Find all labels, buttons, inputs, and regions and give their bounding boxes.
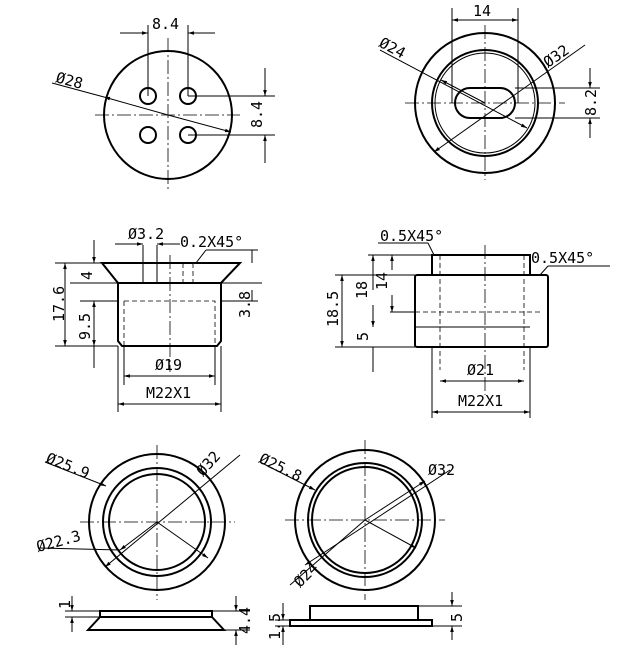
dim-inner-diameter: Ø21 xyxy=(467,361,494,379)
dim-chamfer-side: 0.5X45° xyxy=(531,249,594,267)
dim-hole-spacing-v: 8.4 xyxy=(248,101,266,128)
main-body xyxy=(414,274,549,348)
dim-chamfer: 0.2X45° xyxy=(180,233,243,251)
middle-left-view: Ø3.2 0.2X45° 17.6 4 9.5 3.8 Ø19 M22X1 xyxy=(50,225,262,412)
body xyxy=(117,283,222,347)
dim-thread-depth: 3.8 xyxy=(236,291,254,318)
dim-height-18: 18 xyxy=(353,281,371,299)
dim-chamfer-top: 0.5X45° xyxy=(380,227,443,245)
dim-hole-spacing-h: 8.4 xyxy=(152,15,179,33)
dim-slot-width: 14 xyxy=(473,2,491,20)
dim-outer-diameter: Ø32 xyxy=(428,461,455,479)
dim-mid-diameter: Ø25.8 xyxy=(256,449,304,485)
dim-thickness: 1 xyxy=(56,600,74,609)
dim-total-height: 17.6 xyxy=(50,286,68,322)
dim-body-height: 9.5 xyxy=(76,313,94,340)
dim-slot-height: 8.2 xyxy=(582,89,600,116)
top-right-view: 14 Ø24 Ø32 8.2 xyxy=(376,2,600,180)
bottom-left-view: Ø25.9 Ø32 Ø22.3 1 4.4 xyxy=(34,445,254,645)
hole xyxy=(139,126,157,144)
washer-plate xyxy=(99,610,213,618)
dim-mid-diameter: Ø25.9 xyxy=(44,449,93,483)
flange xyxy=(99,262,243,284)
dim-base-thickness: 1.5 xyxy=(266,613,284,640)
dim-thread: M22X1 xyxy=(146,384,191,402)
top-left-view: 8.4 Ø28 8.4 xyxy=(51,15,275,192)
top-step xyxy=(431,254,531,276)
dim-height-14: 14 xyxy=(373,272,391,290)
washer-flange xyxy=(85,616,227,631)
dim-total-height: 18.5 xyxy=(324,291,342,327)
dim-height: 5 xyxy=(448,613,466,622)
dim-height-5: 5 xyxy=(354,332,372,341)
dim-thread: M22X1 xyxy=(458,392,503,410)
dim-inner-diameter: Ø24 xyxy=(290,559,322,591)
dim-inner-diameter: Ø24 xyxy=(376,34,408,63)
dim-inner-diameter: Ø22.3 xyxy=(34,527,82,556)
dim-hole-diameter: Ø3.2 xyxy=(128,225,164,243)
cap-base xyxy=(289,619,433,627)
bottom-right-view: Ø25.8 Ø32 Ø24 1.5 5 xyxy=(256,440,466,645)
dim-inner-diameter: Ø19 xyxy=(155,356,182,374)
cap-top xyxy=(309,605,419,621)
middle-right-view: 0.5X45° 0.5X45° 18.5 18 14 5 Ø21 M22X1 xyxy=(324,227,610,418)
dim-outer-diameter: Ø32 xyxy=(193,447,225,479)
dim-diameter: Ø28 xyxy=(54,68,85,92)
dim-flange-height: 4 xyxy=(78,271,96,280)
dim-height: 4.4 xyxy=(236,607,254,634)
